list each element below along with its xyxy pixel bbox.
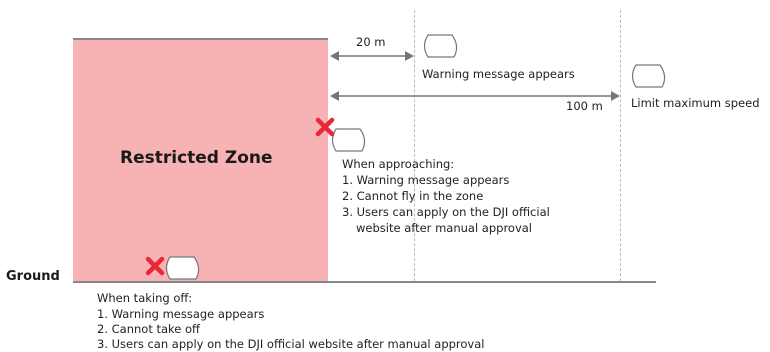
drone-icon [331, 128, 366, 152]
cross-icon [315, 117, 335, 137]
restricted-zone-title: Restricted Zone [120, 148, 273, 168]
approach-heading: When approaching: [342, 157, 455, 171]
drone-icon [423, 34, 458, 58]
distance-100m-label: 100 m [566, 99, 603, 113]
approach-line: website after manual approval [356, 221, 532, 235]
takeoff-line: 2. Cannot take off [97, 322, 200, 336]
cross-icon [145, 256, 165, 276]
approach-line: 2. Cannot fly in the zone [342, 189, 484, 203]
drone-icon [631, 64, 666, 88]
restricted-zone [73, 38, 328, 282]
approach-line: 1. Warning message appears [342, 173, 510, 187]
ground-label: Ground [6, 269, 60, 284]
distance-20m-label: 20 m [356, 35, 386, 49]
distance-20m-arrow [330, 51, 414, 61]
approach-line: 3. Users can apply on the DJI official [342, 205, 550, 219]
takeoff-line: 1. Warning message appears [97, 307, 265, 321]
takeoff-heading: When taking off: [97, 291, 193, 305]
boundary-100m-dashed-line [620, 10, 621, 281]
distance-100m-arrow [330, 91, 620, 101]
takeoff-line: 3. Users can apply on the DJI official w… [97, 337, 485, 351]
drone-icon [165, 256, 200, 280]
ground-line [73, 281, 656, 283]
warning-message-label: Warning message appears [422, 67, 575, 81]
boundary-20m-dashed-line [414, 10, 415, 281]
limit-speed-label: Limit maximum speed [631, 96, 760, 110]
